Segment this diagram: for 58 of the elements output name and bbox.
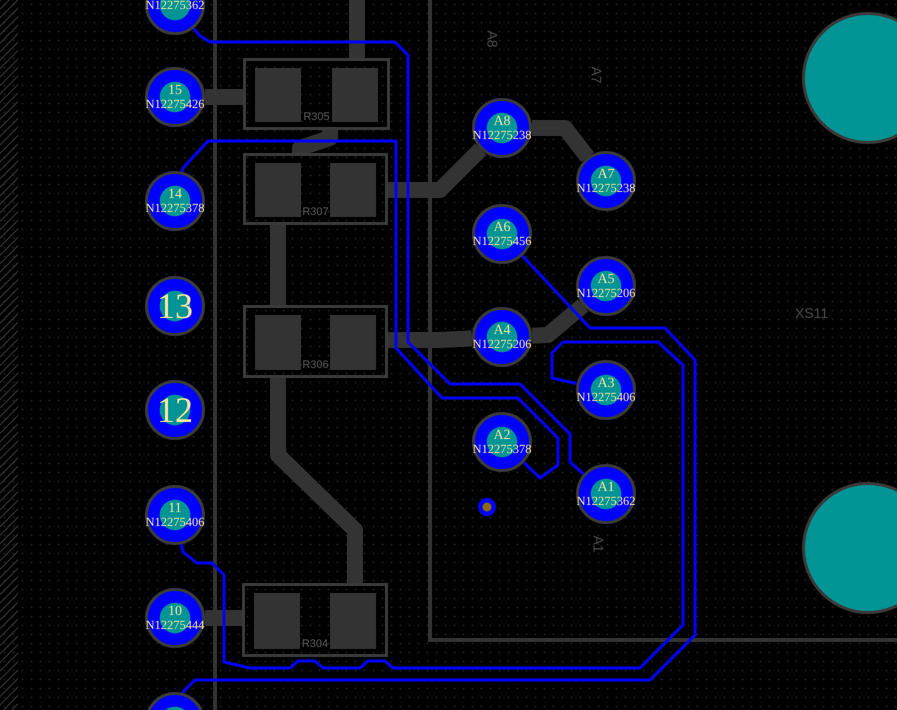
net-name: N12275406 [145, 516, 205, 528]
copper-trace [180, 340, 684, 670]
net-name: N12275238 [576, 182, 636, 194]
through-hole-pad [576, 256, 636, 316]
through-hole-pad [145, 67, 205, 127]
copper-trace [192, 27, 585, 476]
pin-number: A6 [493, 220, 511, 235]
resistor-footprint [243, 153, 388, 225]
copper-trace [349, 0, 365, 58]
net-name: N12275444 [145, 618, 205, 632]
resistor-footprint [242, 583, 388, 657]
through-hole-pad [145, 588, 205, 648]
reference-designator: R304 [300, 639, 330, 650]
silkscreen-label: A7 [590, 66, 604, 84]
reference-designator: R307 [301, 207, 330, 218]
net-name: N12275206 [576, 286, 636, 300]
reference-designator: R306 [301, 360, 330, 371]
net-name: N12275362 [576, 494, 636, 508]
resistor-footprint [243, 58, 390, 130]
pin-number: 10 [168, 604, 182, 619]
copper-trace [205, 610, 242, 626]
pin-number: A4 [493, 324, 511, 338]
through-hole-pad [576, 464, 636, 524]
net-name: N12275378 [472, 442, 532, 456]
net-name: N12275378 [145, 202, 205, 214]
through-hole-pad [145, 171, 205, 231]
copper-trace [270, 225, 286, 305]
net-name: N12275206 [472, 338, 532, 350]
copper-trace [180, 140, 560, 480]
through-hole-pad [472, 412, 532, 472]
silkscreen-label: A1 [592, 535, 606, 553]
pin-number: 15 [168, 84, 182, 98]
pin-number: A5 [597, 272, 615, 287]
pin-number: A3 [597, 376, 615, 391]
net-name: N12275406 [576, 390, 636, 404]
mounting-hole [802, 482, 897, 614]
net-name: N12275426 [145, 98, 205, 110]
net-name: N12275238 [472, 128, 532, 142]
silkscreen-label: A8 [486, 30, 500, 48]
through-hole-pad [472, 307, 532, 367]
copper-trace [182, 254, 696, 694]
copper-trace [532, 299, 588, 344]
connector-designator: XS11 [795, 306, 828, 320]
through-hole-pad [472, 204, 532, 264]
resistor-footprint [243, 305, 388, 378]
pin-number: A2 [493, 428, 511, 443]
through-hole-pad [472, 98, 532, 158]
pin-number: A8 [493, 114, 511, 129]
copper-trace [205, 89, 243, 105]
pin-number: A1 [597, 480, 615, 495]
through-hole-pad [576, 151, 636, 211]
net-name: N12275456 [472, 234, 532, 248]
copper-trace [292, 130, 338, 156]
pin-number: 14 [168, 188, 182, 202]
reference-designator: R305 [302, 112, 331, 123]
pin-number: A7 [597, 168, 615, 182]
through-hole-pad [145, 485, 205, 545]
pin-number: 11 [168, 502, 182, 516]
